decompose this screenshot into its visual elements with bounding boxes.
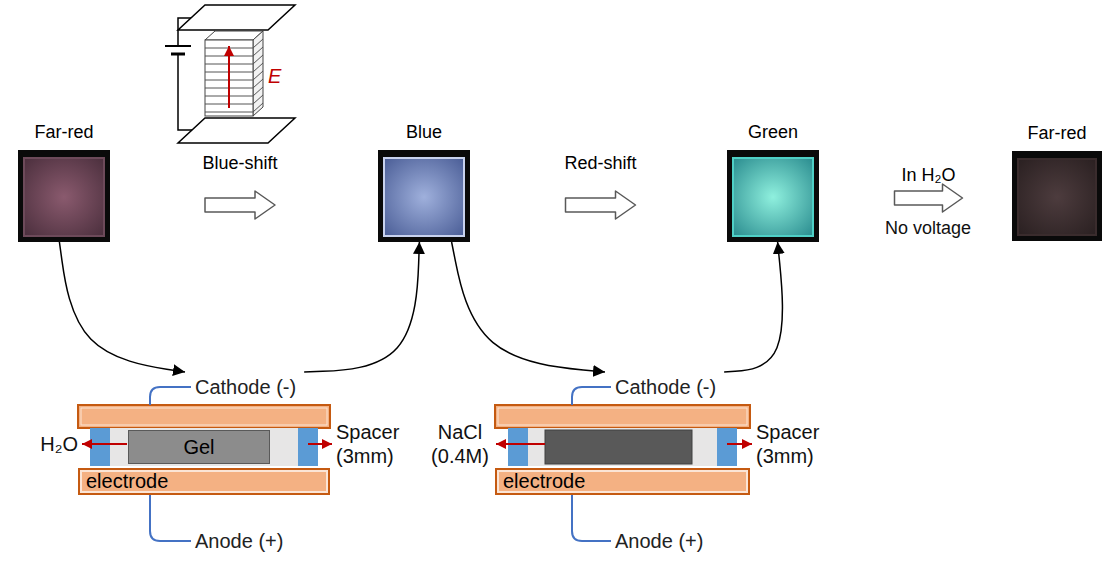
lead-wire [572, 495, 611, 541]
electrode-label: electrode [86, 470, 168, 493]
photo-image [378, 150, 470, 242]
text-holder: Red-shift [521, 151, 681, 175]
flow-arrow [82, 443, 127, 445]
lead-wire [572, 387, 611, 405]
edge-label: Red-shift [521, 151, 681, 175]
battery-plate [171, 53, 185, 56]
cell-two [495, 387, 752, 541]
curved-arrow [724, 242, 782, 372]
solvent-label: H₂O [28, 432, 78, 456]
text-holder: E [268, 64, 281, 88]
gel-film [1018, 159, 1096, 235]
spacer-block [298, 428, 318, 466]
cell-one [78, 387, 332, 541]
text-holder: Spacer (3mm) [756, 420, 828, 468]
electrochemical-cell: Gel electrode Cathode (-) Anode (+) [78, 372, 330, 555]
text-holder: In H₂O [849, 163, 1009, 187]
cathode-label: Cathode (-) [615, 375, 716, 399]
gel-sample: Gel [128, 430, 270, 464]
spacer-block [508, 428, 528, 466]
photo-label: Blue [378, 120, 470, 144]
anode-label: Anode (+) [195, 529, 283, 553]
edge-label: Blue-shift [160, 151, 320, 175]
text-holder: Blue-shift [160, 151, 320, 175]
photo-label: Green [727, 120, 819, 144]
spacer-block [90, 428, 110, 466]
text-holder: Cathode (-) [615, 375, 716, 399]
top-electrode [495, 405, 750, 428]
leader-arrow [308, 443, 332, 445]
text-holder: Spacer (3mm) [336, 420, 408, 468]
bottom-electrode: electrode [495, 468, 750, 495]
curved-arrow [304, 242, 419, 372]
electrode-bevel [81, 408, 327, 425]
photo-image [18, 150, 110, 242]
sample-photo: Far-red [1012, 151, 1102, 241]
gel-film [384, 158, 464, 236]
capacitor-plate [178, 5, 295, 30]
gel-film [24, 158, 104, 236]
text-holder: Anode (+) [615, 529, 703, 553]
layer-stack [205, 40, 253, 116]
edge-label: In H₂O [849, 163, 1009, 187]
leader-arrow [727, 443, 752, 445]
text-holder: NaCl (0.4M) [428, 420, 492, 468]
battery-plate [165, 45, 191, 47]
spacer-label: Spacer (3mm) [336, 420, 408, 468]
curved-arrow [452, 242, 605, 372]
lead-wire [150, 387, 191, 405]
gel-label: Gel [183, 435, 214, 459]
gel-chamber [110, 428, 298, 466]
cathode-label: Cathode (-) [195, 375, 296, 399]
electrode-bevel [498, 408, 747, 425]
electrochemical-cell: electrode Cathode (-) Anode (+) [495, 372, 750, 555]
curved-arrow [59, 242, 185, 372]
gel-sample [545, 430, 692, 464]
capacitor-plate [178, 118, 295, 143]
block-arrow [205, 191, 275, 219]
layer-lines [205, 39, 263, 112]
field-arrow [228, 46, 230, 108]
block-arrow [566, 191, 636, 219]
text-holder: Cathode (-) [195, 375, 296, 399]
lead-wire [150, 495, 191, 541]
circuit-wire [178, 18, 192, 130]
capacitor-circuit [165, 5, 295, 143]
text-holder: H₂O [28, 432, 78, 456]
anode-label: Anode (+) [615, 529, 703, 553]
photo-image [727, 150, 819, 242]
text-holder: Anode (+) [195, 529, 283, 553]
flow-arrow [496, 443, 545, 445]
spacer-block [717, 428, 737, 466]
sample-photo: Green [727, 150, 819, 242]
gel-chamber [528, 428, 717, 466]
bottom-electrode: electrode [78, 468, 330, 495]
top-electrode [78, 405, 330, 428]
photo-label: Far-red [1012, 121, 1102, 145]
block-arrow [895, 184, 963, 212]
sample-photo: Blue [378, 150, 470, 242]
layer-stack [253, 31, 263, 116]
photo-label: Far-red [18, 120, 110, 144]
field-label: E [268, 64, 281, 88]
sample-photo: Far-red [18, 150, 110, 242]
electrolyte-label: NaCl (0.4M) [428, 420, 492, 468]
spacer-label: Spacer (3mm) [756, 420, 828, 468]
condition-note: No voltage [868, 216, 988, 240]
text-holder: No voltage [868, 216, 988, 240]
electrode-label: electrode [503, 470, 585, 493]
gel-film [733, 158, 813, 236]
photo-image [1012, 151, 1102, 241]
